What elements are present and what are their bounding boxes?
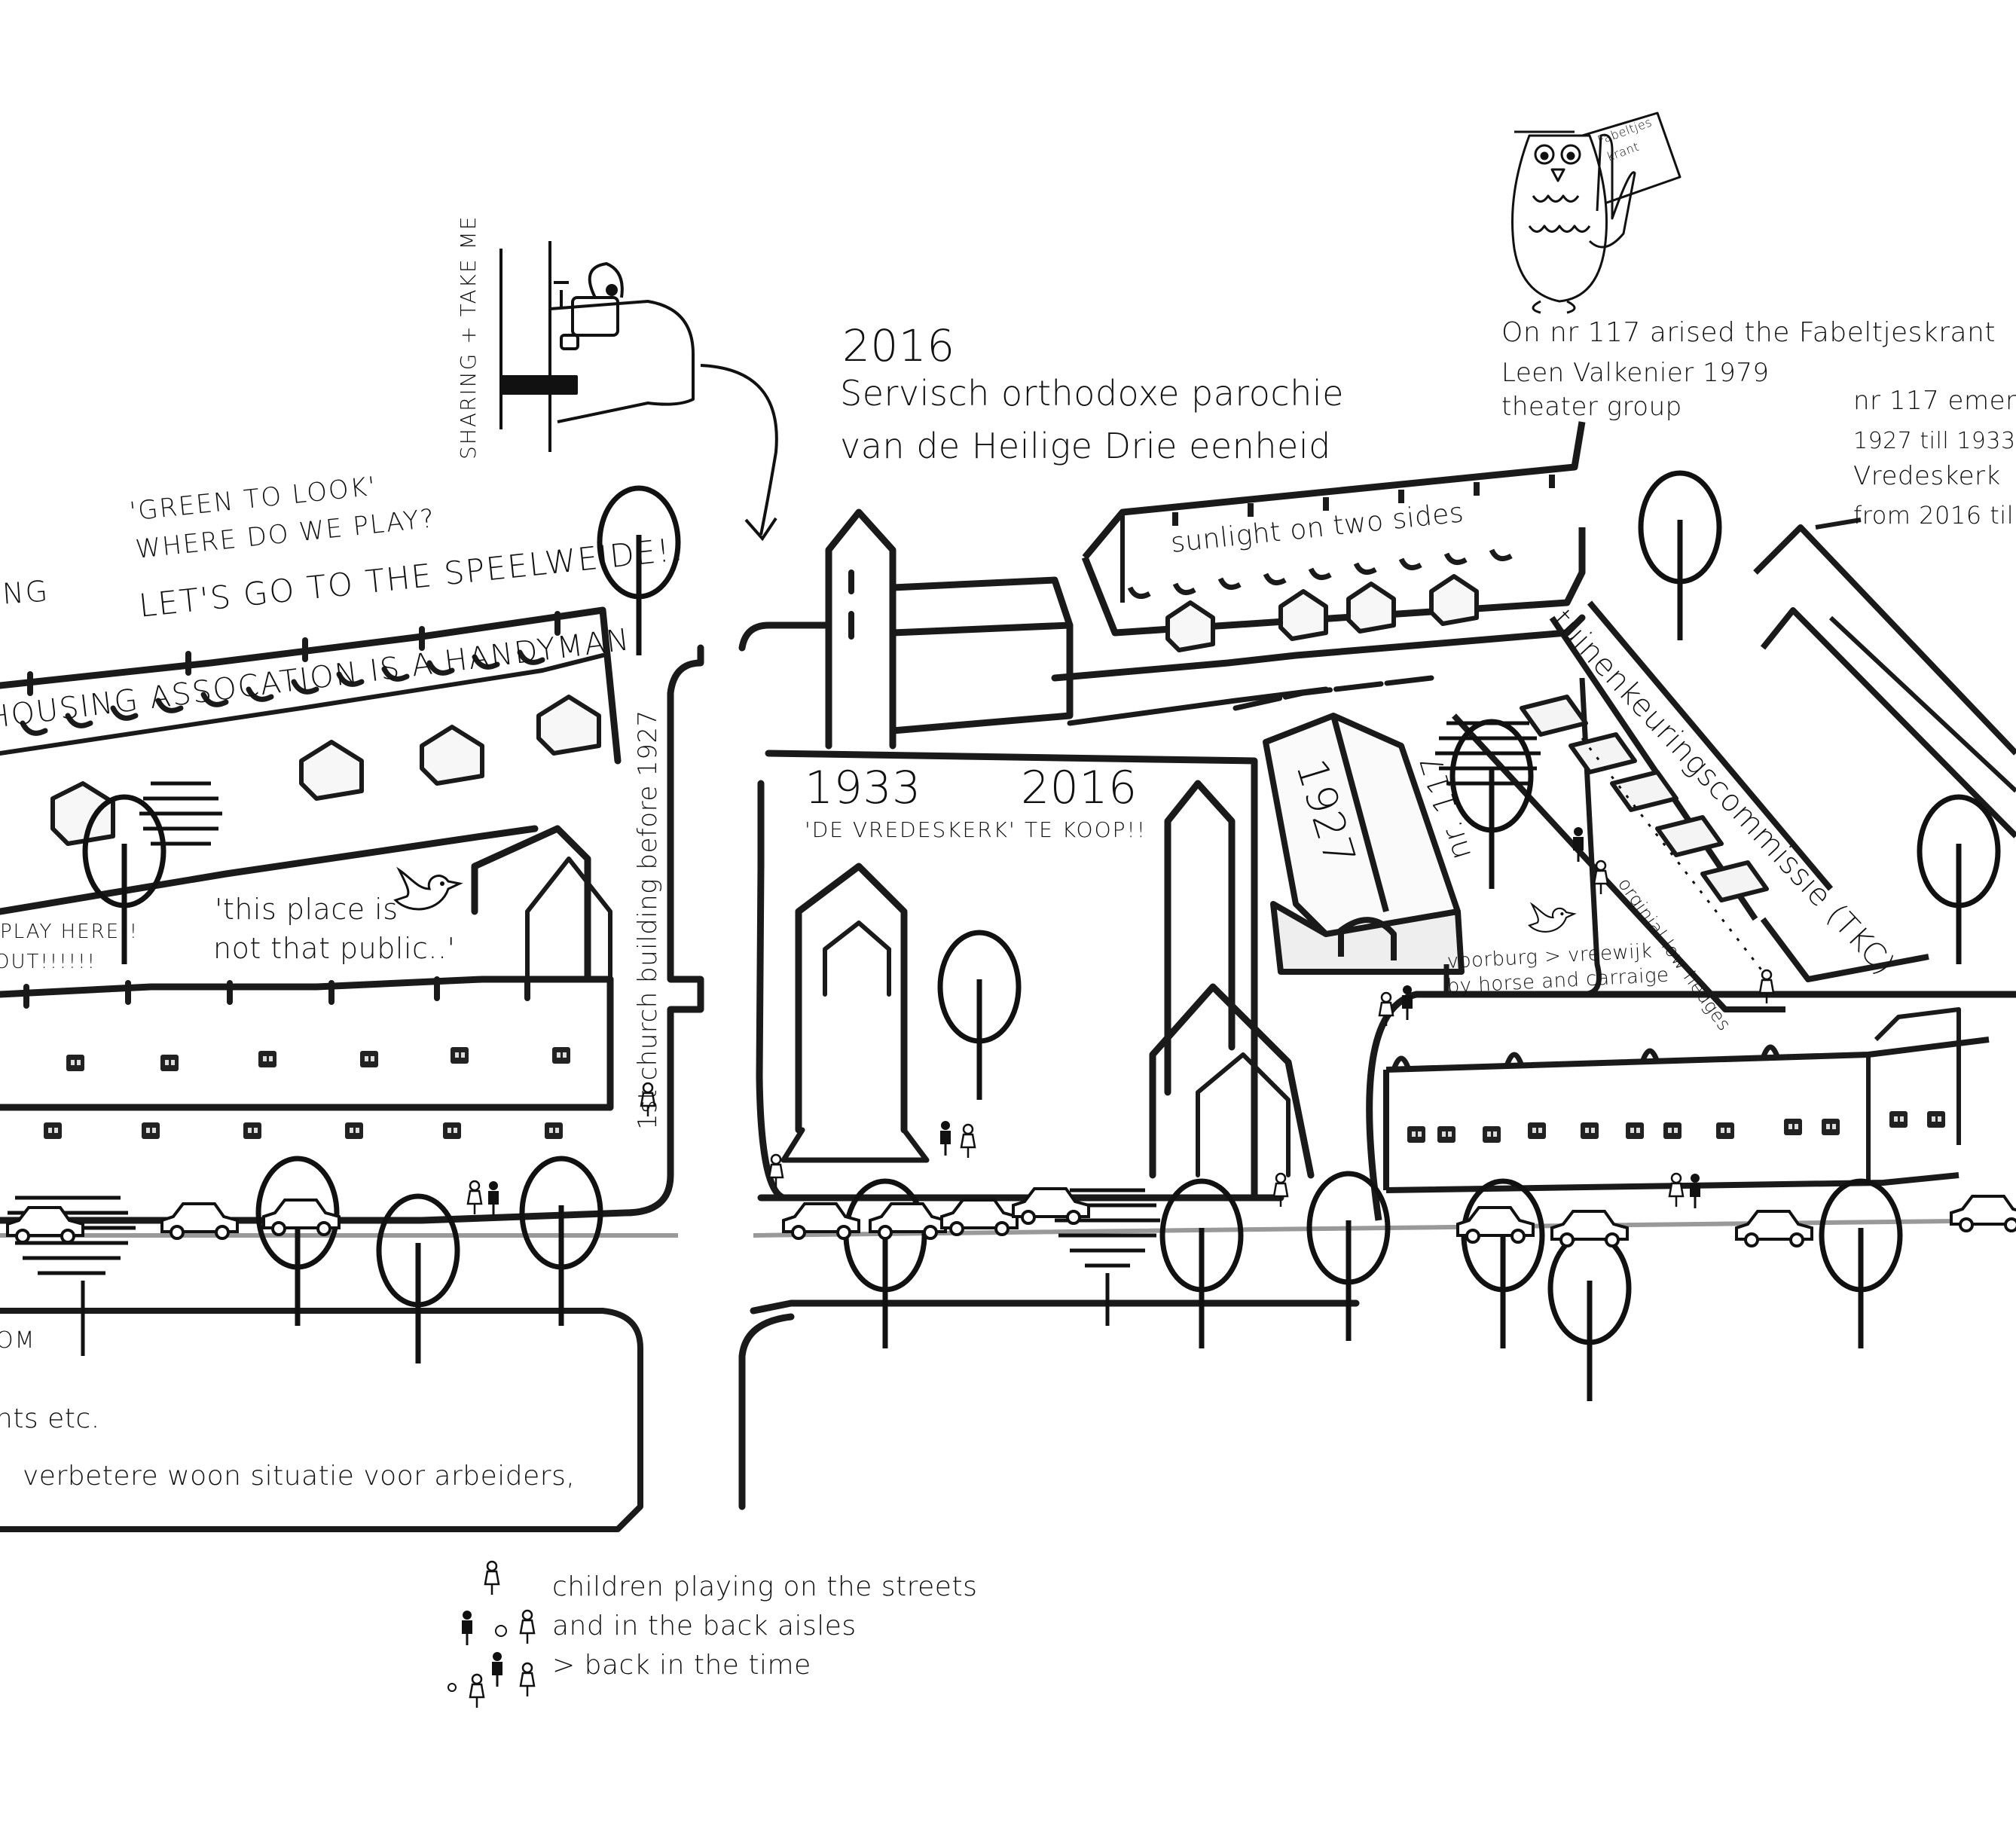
label-leen-valkenier: Leen Valkenier 1979 <box>1501 358 1770 388</box>
label-2016-year: 2016 <box>842 320 955 371</box>
label-nr117-emerged: nr 117 emerg <box>1853 386 2016 416</box>
north-terrace-sheds <box>1165 574 1479 652</box>
south-terrace-right <box>1366 991 2016 1221</box>
hedge-arrows <box>1581 737 1764 973</box>
label-theater-group: theater group <box>1501 392 1682 422</box>
east-terraces <box>1753 518 2016 838</box>
label-sharing-take-me: SHARING + TAKE ME <box>456 215 481 460</box>
street-centre-line <box>0 1218 2016 1238</box>
label-not-that-public: not that public..' <box>213 932 456 965</box>
hatched-trees <box>8 721 1541 1356</box>
label-servisch-orthodoxe: Servisch orthodoxe parochie <box>840 373 1344 414</box>
label-vredeskerk: Vredeskerk <box>1853 461 2001 491</box>
label-back-aisles: and in the back aisles <box>552 1611 857 1641</box>
terrace-windows-left <box>44 1047 570 1139</box>
label-from-2016-till: from 2016 til <box>1853 501 2014 530</box>
label-this-place-is: 'this place is <box>215 893 399 926</box>
building-nr-117 <box>1263 713 1465 975</box>
tkc-terrace <box>1443 600 1929 1012</box>
label-cut-nts-etc: nts etc. <box>0 1403 100 1434</box>
bird-icon <box>394 869 461 911</box>
label-children-playing: children playing on the streets <box>552 1571 978 1602</box>
north-terrace <box>1081 421 1586 637</box>
arrow-head <box>744 517 777 542</box>
label-out: OUT!!!!!! <box>0 951 96 973</box>
label-te-koop: TE KOOP!! <box>1025 817 1147 842</box>
label-play-here: PLAY HERE!! <box>0 921 139 943</box>
back-garden-sheds-left <box>50 695 601 846</box>
label-sign-2016: 2016 <box>1021 762 1138 814</box>
label-sign-1933: 1933 <box>805 762 921 814</box>
arrow-to-church <box>700 364 778 536</box>
label-heilige-drie-eenheid: van de Heilige Drie eenheid <box>840 426 1331 466</box>
bird-icon <box>1528 903 1575 933</box>
label-back-in-time: > back in the time <box>552 1650 811 1681</box>
label-1927-till-1933: 1927 till 1933 <box>1853 428 2016 454</box>
label-cut-ing: ING <box>0 574 50 612</box>
label-cut-om: OM <box>0 1327 36 1354</box>
left-housing-block <box>0 606 704 1532</box>
pedestrians <box>466 826 1775 1217</box>
label-verbetere-woon-situatie: verbetere woon situatie voor arbeiders, <box>23 1461 576 1492</box>
terrace-windows-right <box>1407 1111 1945 1143</box>
sharing-bench-illustration <box>499 241 695 452</box>
children-icon-group <box>447 1560 536 1709</box>
label-fabeltjeskrant-origin: On nr 117 arised the Fabeltjeskrant <box>1501 317 1996 348</box>
church-block <box>738 508 1586 1510</box>
tkc-sheds <box>1520 695 1769 902</box>
label-de-vredeskerk: 'DE VREDESKERK' <box>805 817 1016 842</box>
owl-illustration <box>1511 111 1682 314</box>
label-first-church-building: 1st church building before 1927 <box>633 710 663 1130</box>
